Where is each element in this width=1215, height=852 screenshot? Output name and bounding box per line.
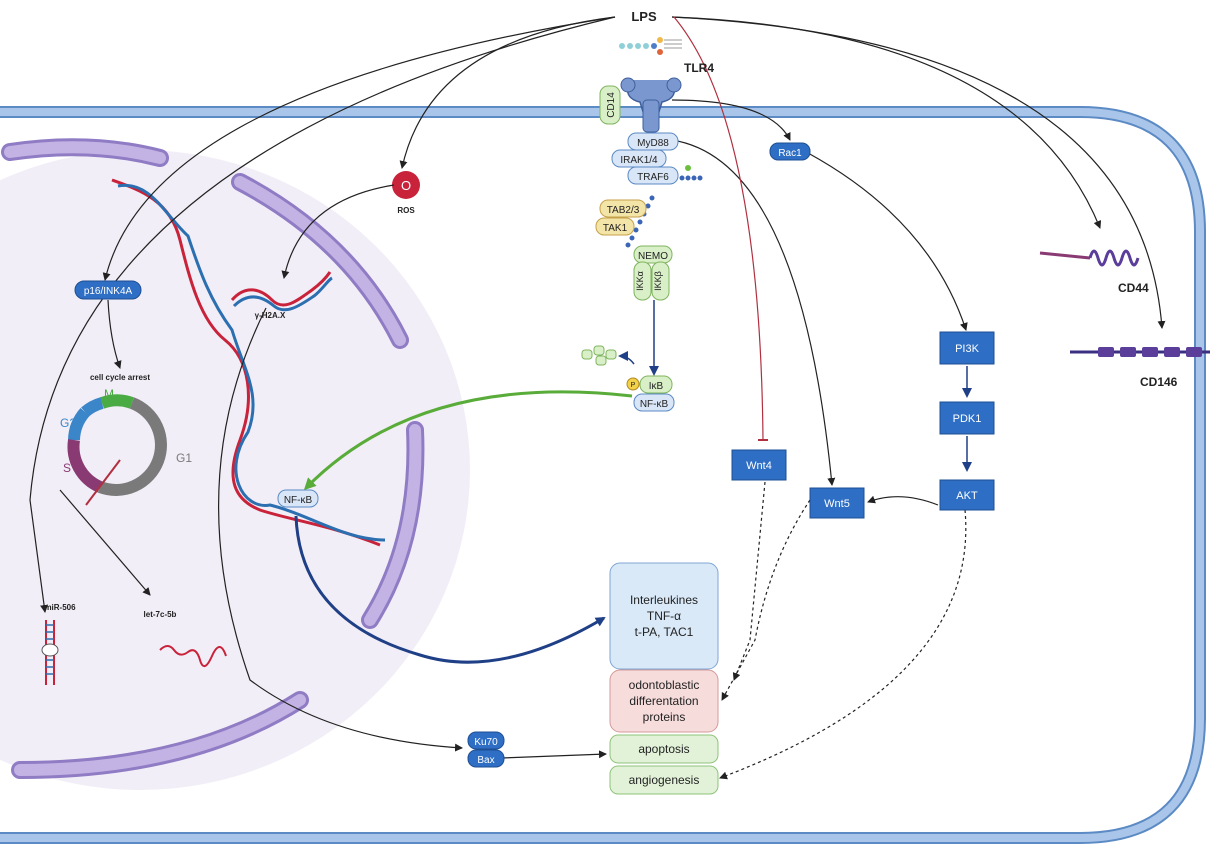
- traf6-label: TRAF6: [637, 172, 669, 183]
- let7-rna: [159, 645, 227, 667]
- nfkb-nuclear-label: NF-κB: [284, 495, 313, 506]
- apoptosis-label: apoptosis: [638, 742, 689, 756]
- blue-arrows: [294, 300, 972, 664]
- odonto-box: [609, 669, 719, 733]
- apoptosis-box: [609, 734, 719, 764]
- cytokines-box: [609, 562, 719, 670]
- phase-m-label: M: [104, 387, 114, 401]
- nemo-pill: [633, 245, 673, 264]
- wnt5-box: [809, 487, 865, 519]
- let7-label: let-7c-5b: [144, 610, 177, 619]
- pi3k-label: PI3K: [955, 343, 980, 355]
- tak1-pill: [595, 217, 635, 236]
- dna-helix: [111, 178, 386, 547]
- akt-box: [939, 479, 995, 511]
- cd44-receptor: [1039, 249, 1140, 267]
- traf6-pill: [627, 166, 679, 185]
- phase-g1-label: G1: [176, 451, 192, 465]
- cell-cycle-arrest-label: cell cycle arrest: [90, 373, 150, 382]
- traf6-ubiquitin-chain: [679, 165, 703, 181]
- nfkb-cyto-label: NF-κB: [640, 399, 669, 410]
- tab23-pill: [599, 199, 647, 218]
- odonto-line-3: proteins: [643, 710, 686, 724]
- cd146-label: CD146: [1140, 375, 1178, 389]
- ku70-label: Ku70: [474, 737, 498, 748]
- akt-label: AKT: [956, 490, 978, 502]
- ikkb-pill: [651, 261, 670, 301]
- cell-cycle-diagram: [67, 394, 167, 506]
- lps-label: LPS: [631, 9, 657, 24]
- cytokines-line-2: TNF-α: [647, 609, 681, 623]
- tak1-label: TAK1: [603, 223, 628, 234]
- pdk1-box: [939, 401, 995, 435]
- cytokines-line-3: t-PA, TAC1: [635, 625, 694, 639]
- tlr4-label: TLR4: [684, 61, 714, 75]
- ku70-pill: [467, 731, 505, 750]
- wnt4-box: [731, 449, 787, 481]
- nfkb-translocation-arrow: [303, 390, 633, 491]
- bax-label: Bax: [477, 755, 494, 766]
- ikb-label: IκB: [649, 381, 664, 392]
- cd44-label: CD44: [1118, 281, 1149, 295]
- phase-g2-label: G2: [60, 416, 76, 430]
- angiogenesis-box: [609, 765, 719, 795]
- rac1-label: Rac1: [778, 148, 802, 159]
- myd88-label: MyD88: [637, 138, 669, 149]
- cd14-label: CD14: [606, 92, 617, 118]
- phospho-label: P: [631, 382, 636, 389]
- ikb-pill: [639, 375, 673, 394]
- tlr4-complex: [620, 77, 682, 133]
- pdk1-label: PDK1: [953, 413, 982, 425]
- mir506-label: miR-506: [44, 603, 76, 612]
- cd146-receptor: [1070, 347, 1210, 357]
- proteasome-fragments: [581, 345, 617, 366]
- ros-label: ROS: [397, 206, 415, 215]
- nfkb-cyto-pill: [633, 393, 675, 412]
- irak-label: IRAK1/4: [620, 155, 658, 166]
- angiogenesis-label: angiogenesis: [629, 773, 700, 787]
- wnt5-label: Wnt5: [824, 498, 850, 510]
- tab23-label: TAB2/3: [607, 205, 640, 216]
- phospho-badge: [626, 377, 640, 391]
- gh2ax-label: γ-H2A.X: [255, 311, 286, 320]
- mir506-hairpin: [41, 620, 59, 685]
- ros-molecule: [392, 171, 420, 199]
- ikka-pill: [633, 261, 652, 301]
- lps-molecule: [619, 37, 682, 55]
- ros-symbol: O: [401, 178, 411, 193]
- pathway-arrows: [29, 16, 1166, 759]
- p16-pill: [74, 280, 142, 300]
- nemo-label: NEMO: [638, 251, 668, 262]
- phase-s-label: S: [63, 461, 71, 475]
- odonto-line-2: differentation: [629, 694, 698, 708]
- ikkb-label: IKKβ: [653, 271, 663, 291]
- cytokines-line-1: Interleukines: [630, 593, 698, 607]
- p16-label: p16/INK4A: [84, 286, 133, 297]
- bax-pill: [467, 749, 505, 768]
- cell-membrane: [0, 106, 1206, 844]
- dashed-arrows: [719, 481, 967, 780]
- ikka-label: IKKα: [635, 271, 645, 291]
- wnt4-label: Wnt4: [746, 460, 772, 472]
- pi3k-box: [939, 331, 995, 365]
- rac1-pill: [769, 142, 811, 161]
- nfkb-nuclear-pill: [277, 489, 319, 508]
- odonto-line-1: odontoblastic: [629, 678, 700, 692]
- cd14-pill: [599, 85, 621, 125]
- inhibition-line: [673, 16, 769, 442]
